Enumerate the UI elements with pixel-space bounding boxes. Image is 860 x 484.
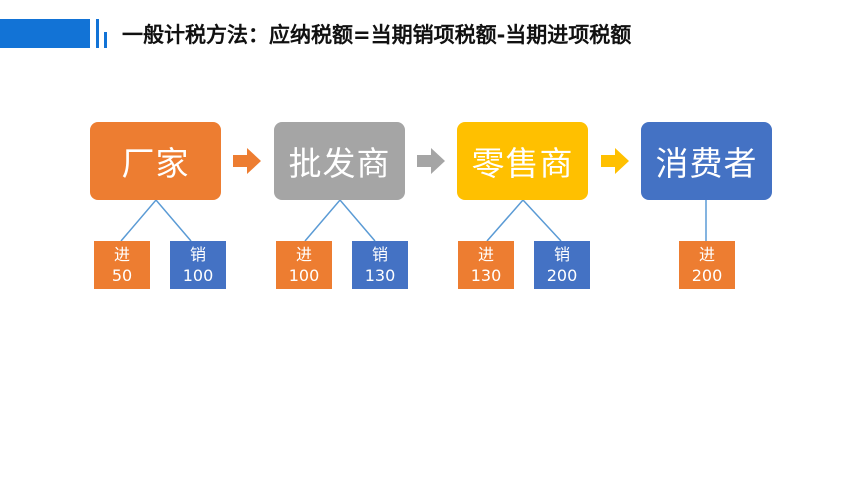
header-accent-bar	[0, 19, 90, 48]
box-label: 销	[189, 245, 206, 264]
header-accent-line-short	[104, 32, 107, 48]
box-label: 进	[477, 245, 494, 264]
node-consumer: 消费者	[641, 122, 772, 200]
node-retailer: 零售商	[457, 122, 588, 200]
header-accent-line	[96, 19, 99, 48]
node-wholesaler-label: 批发商	[288, 144, 391, 183]
page-title: 一般计税方法：应纳税额=当期销项税额-当期进项税额	[122, 23, 632, 47]
manufacturer-input-box: 进 50	[94, 241, 150, 289]
node-manufacturer: 厂家	[90, 122, 221, 200]
box-label: 销	[371, 245, 388, 264]
box-label: 进	[295, 245, 312, 264]
box-value: 50	[111, 266, 133, 285]
box-value: 130	[470, 266, 502, 285]
arrow-right-icon	[233, 148, 261, 174]
arrow-right-icon	[601, 148, 629, 174]
wholesaler-input-box: 进 100	[276, 241, 332, 289]
node-retailer-label: 零售商	[471, 144, 574, 183]
box-value: 100	[182, 266, 214, 285]
box-label: 销	[553, 245, 570, 264]
retailer-input-box: 进 130	[458, 241, 514, 289]
box-label: 进	[698, 245, 715, 264]
wholesaler-connector	[304, 198, 376, 242]
node-wholesaler: 批发商	[274, 122, 405, 200]
box-value: 200	[691, 266, 723, 285]
consumer-input-box: 进 200	[679, 241, 735, 289]
box-label: 进	[113, 245, 130, 264]
arrow-right-icon	[417, 148, 445, 174]
box-value: 100	[288, 266, 320, 285]
manufacturer-output-box: 销 100	[170, 241, 226, 289]
wholesaler-output-box: 销 130	[352, 241, 408, 289]
node-manufacturer-label: 厂家	[121, 144, 190, 183]
node-consumer-label: 消费者	[655, 144, 758, 183]
box-value: 200	[546, 266, 578, 285]
box-value: 130	[364, 266, 396, 285]
manufacturer-connector	[120, 198, 192, 242]
retailer-connector	[486, 198, 562, 242]
retailer-output-box: 销 200	[534, 241, 590, 289]
